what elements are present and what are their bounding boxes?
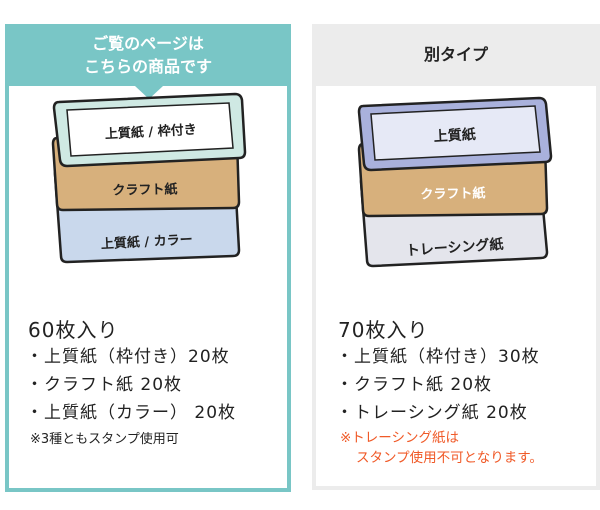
sheet-label-kraft: クラフト紙 bbox=[112, 181, 177, 198]
right-item-1: ・上質紙（枠付き）30枚 bbox=[336, 347, 540, 367]
right-item-2: ・クラフト紙 20枚 bbox=[336, 375, 493, 395]
tracing-warning-line-1: ※トレーシング紙は bbox=[340, 430, 460, 446]
paper-stack-illustration-alt: 上質紙 クラフト紙 トレーシング紙 bbox=[357, 96, 553, 268]
sheet-label-plain: 上質紙 bbox=[433, 126, 476, 145]
sheet-label-color: 上質紙 / カラー bbox=[101, 232, 194, 253]
banner-line-2: こちらの商品です bbox=[83, 57, 212, 76]
paper-stack-illustration: 上質紙 / 枠付き クラフト紙 上質紙 / カラー bbox=[51, 92, 247, 264]
left-item-1: ・上質紙（枠付き）20枚 bbox=[26, 347, 230, 367]
left-stamp-note: ※3種ともスタンプ使用可 bbox=[30, 432, 179, 447]
left-pack-title: 60枚入り bbox=[28, 318, 119, 342]
tracing-warning-line-2: スタンプ使用不可となります。 bbox=[356, 450, 543, 466]
sheet-label-framed: 上質紙 / 枠付き bbox=[105, 122, 198, 143]
banner-pointer bbox=[135, 86, 163, 99]
current-product-banner: ご覧のページは こちらの商品です bbox=[5, 24, 291, 99]
paper-frame bbox=[66, 102, 234, 157]
paper-frame-alt bbox=[370, 105, 541, 161]
other-type-header: 別タイプ bbox=[312, 24, 600, 86]
banner-line-1: ご覧のページは bbox=[92, 34, 204, 53]
sheet-label-tracing: トレーシング紙 bbox=[405, 236, 504, 260]
left-item-2: ・クラフト紙 20枚 bbox=[26, 375, 183, 395]
right-item-3: ・トレーシング紙 20枚 bbox=[336, 403, 528, 423]
sheet-label-kraft-alt: クラフト紙 bbox=[420, 185, 485, 202]
left-item-3: ・上質紙（カラー） 20枚 bbox=[26, 403, 237, 423]
right-pack-title: 70枚入り bbox=[338, 318, 429, 342]
